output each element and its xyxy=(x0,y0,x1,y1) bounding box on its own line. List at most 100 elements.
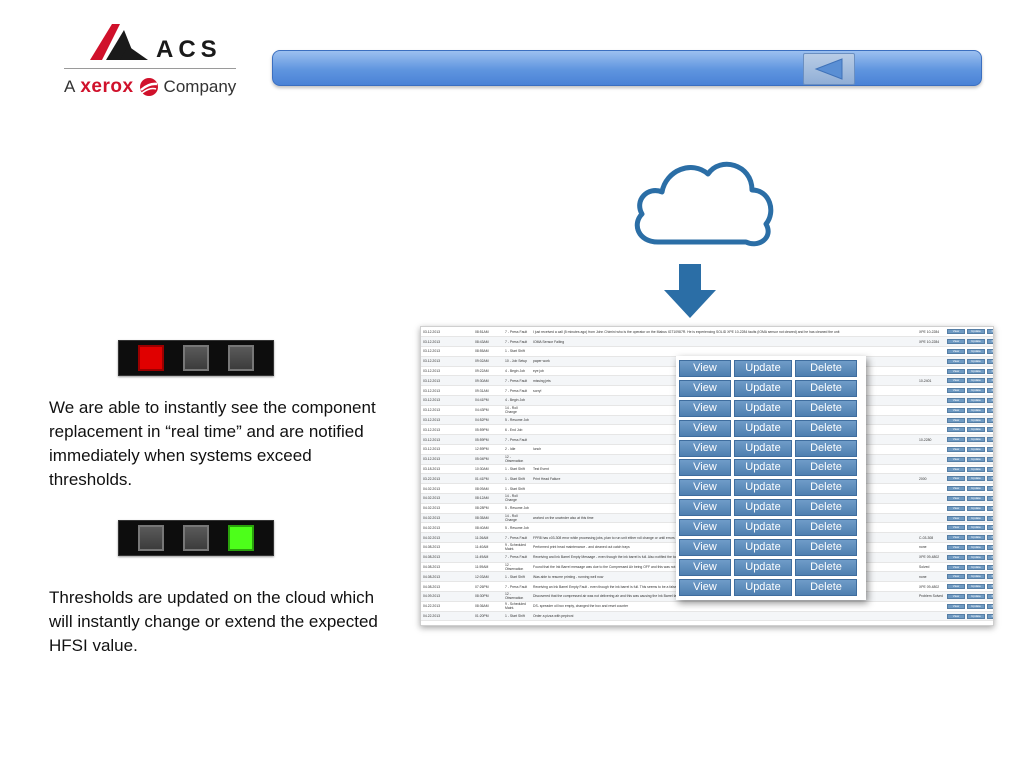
view-button[interactable]: View xyxy=(947,417,965,423)
view-button[interactable]: View xyxy=(947,388,965,394)
update-button[interactable]: Update xyxy=(967,397,985,403)
view-button[interactable]: View xyxy=(947,593,965,599)
delete-button[interactable]: Delete xyxy=(795,578,857,596)
delete-button[interactable]: Delete xyxy=(987,427,993,433)
delete-button[interactable]: Delete xyxy=(987,495,993,501)
view-button[interactable]: View xyxy=(947,348,965,354)
update-button[interactable]: Update xyxy=(734,419,792,437)
delete-button[interactable]: Delete xyxy=(987,515,993,521)
view-button[interactable]: View xyxy=(947,437,965,443)
delete-button[interactable]: Delete xyxy=(987,378,993,384)
update-button[interactable]: Update xyxy=(967,437,985,443)
delete-button[interactable]: Delete xyxy=(987,554,993,560)
view-button[interactable]: View xyxy=(947,446,965,452)
view-button[interactable]: View xyxy=(947,613,965,619)
delete-button[interactable]: Delete xyxy=(795,379,857,397)
delete-button[interactable]: Delete xyxy=(987,564,993,570)
view-button[interactable]: View xyxy=(947,564,965,570)
delete-button[interactable]: Delete xyxy=(987,613,993,619)
view-button[interactable]: View xyxy=(947,515,965,521)
view-button[interactable]: View xyxy=(679,360,731,377)
update-button[interactable]: Update xyxy=(967,613,985,619)
update-button[interactable]: Update xyxy=(967,564,985,570)
delete-button[interactable]: Delete xyxy=(987,535,993,541)
view-button[interactable]: View xyxy=(947,397,965,403)
delete-button[interactable]: Delete xyxy=(987,456,993,462)
update-button[interactable]: Update xyxy=(967,486,985,492)
view-button[interactable]: View xyxy=(679,519,731,537)
view-button[interactable]: View xyxy=(947,339,965,345)
back-button[interactable] xyxy=(803,53,855,85)
delete-button[interactable]: Delete xyxy=(987,368,993,374)
view-button[interactable]: View xyxy=(679,479,731,497)
update-button[interactable]: Update xyxy=(967,329,985,335)
view-button[interactable]: View xyxy=(947,476,965,482)
view-button[interactable]: View xyxy=(947,554,965,560)
update-button[interactable]: Update xyxy=(967,466,985,472)
update-button[interactable]: Update xyxy=(734,399,792,417)
view-button[interactable]: View xyxy=(947,407,965,413)
update-button[interactable]: Update xyxy=(967,368,985,374)
view-button[interactable]: View xyxy=(947,603,965,609)
update-button[interactable]: Update xyxy=(734,360,792,377)
view-button[interactable]: View xyxy=(947,584,965,590)
update-button[interactable]: Update xyxy=(734,439,792,457)
update-button[interactable]: Update xyxy=(967,427,985,433)
view-button[interactable]: View xyxy=(947,329,965,335)
view-button[interactable]: View xyxy=(679,578,731,596)
delete-button[interactable]: Delete xyxy=(987,446,993,452)
update-button[interactable]: Update xyxy=(734,578,792,596)
delete-button[interactable]: Delete xyxy=(987,544,993,550)
view-button[interactable]: View xyxy=(947,525,965,531)
delete-button[interactable]: Delete xyxy=(987,388,993,394)
delete-button[interactable]: Delete xyxy=(795,360,857,377)
update-button[interactable]: Update xyxy=(967,348,985,354)
view-button[interactable]: View xyxy=(947,466,965,472)
delete-button[interactable]: Delete xyxy=(795,539,857,557)
view-button[interactable]: View xyxy=(679,399,731,417)
update-button[interactable]: Update xyxy=(967,339,985,345)
update-button[interactable]: Update xyxy=(967,476,985,482)
delete-button[interactable]: Delete xyxy=(795,499,857,517)
view-button[interactable]: View xyxy=(679,379,731,397)
delete-button[interactable]: Delete xyxy=(987,593,993,599)
update-button[interactable]: Update xyxy=(734,539,792,557)
update-button[interactable]: Update xyxy=(967,388,985,394)
delete-button[interactable]: Delete xyxy=(795,399,857,417)
view-button[interactable]: View xyxy=(679,419,731,437)
update-button[interactable]: Update xyxy=(967,446,985,452)
view-button[interactable]: View xyxy=(679,459,731,477)
view-button[interactable]: View xyxy=(947,535,965,541)
delete-button[interactable]: Delete xyxy=(987,466,993,472)
update-button[interactable]: Update xyxy=(967,535,985,541)
delete-button[interactable]: Delete xyxy=(795,558,857,576)
view-button[interactable]: View xyxy=(947,486,965,492)
view-button[interactable]: View xyxy=(947,456,965,462)
update-button[interactable]: Update xyxy=(967,378,985,384)
delete-button[interactable]: Delete xyxy=(795,459,857,477)
view-button[interactable]: View xyxy=(947,358,965,364)
delete-button[interactable]: Delete xyxy=(987,407,993,413)
delete-button[interactable]: Delete xyxy=(987,358,993,364)
delete-button[interactable]: Delete xyxy=(987,437,993,443)
update-button[interactable]: Update xyxy=(967,515,985,521)
delete-button[interactable]: Delete xyxy=(987,339,993,345)
delete-button[interactable]: Delete xyxy=(987,348,993,354)
delete-button[interactable]: Delete xyxy=(795,519,857,537)
update-button[interactable]: Update xyxy=(967,417,985,423)
update-button[interactable]: Update xyxy=(967,495,985,501)
update-button[interactable]: Update xyxy=(734,499,792,517)
delete-button[interactable]: Delete xyxy=(987,525,993,531)
update-button[interactable]: Update xyxy=(967,574,985,580)
view-button[interactable]: View xyxy=(947,368,965,374)
update-button[interactable]: Update xyxy=(734,558,792,576)
update-button[interactable]: Update xyxy=(967,554,985,560)
update-button[interactable]: Update xyxy=(734,379,792,397)
delete-button[interactable]: Delete xyxy=(987,574,993,580)
view-button[interactable]: View xyxy=(679,558,731,576)
update-button[interactable]: Update xyxy=(734,519,792,537)
delete-button[interactable]: Delete xyxy=(987,505,993,511)
update-button[interactable]: Update xyxy=(967,505,985,511)
update-button[interactable]: Update xyxy=(734,479,792,497)
view-button[interactable]: View xyxy=(679,539,731,557)
